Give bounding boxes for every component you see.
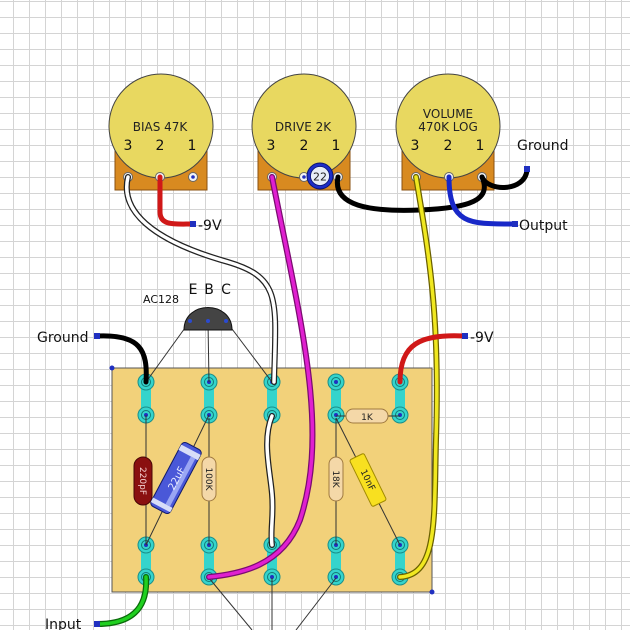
board-corner-dot (429, 589, 435, 595)
pot-label-sub: 470K LOG (418, 120, 478, 134)
strip (204, 544, 214, 578)
transistor-pin-label: C (221, 282, 231, 298)
wire-end (524, 166, 530, 172)
capacitor-10nf[interactable]: 10nF (349, 453, 387, 507)
transistor-pin-label: B (204, 282, 214, 298)
pot-volume[interactable]: VOLUME 470K LOG 3 2 1 (395, 73, 501, 191)
resistor-body (328, 456, 344, 502)
label-ground-top: Ground (517, 138, 569, 154)
bridge-resistor-face (310, 166, 330, 186)
pin-number: 3 (267, 138, 276, 154)
strip (141, 544, 151, 578)
pin-number: 3 (411, 138, 420, 154)
pad-ring (331, 572, 341, 582)
transistor-pin (224, 319, 228, 323)
strip (141, 382, 151, 418)
capacitor-value: 220pF (137, 467, 147, 495)
capacitor-22uf[interactable]: 22uF (149, 441, 202, 515)
transistor-pin (206, 319, 210, 323)
pin-number: 2 (300, 138, 309, 154)
wire-end (94, 621, 100, 627)
lug-dot (302, 175, 306, 179)
pot-label: DRIVE 2K (275, 120, 332, 134)
transistor-ac128[interactable]: E B C AC128 (143, 282, 233, 331)
wire-end (94, 333, 100, 339)
label-neg9v-bias: -9V (198, 218, 222, 234)
transistor-pin-label: E (189, 282, 198, 298)
resistor-100k[interactable]: 100K (201, 456, 217, 502)
wire-white-bias-outline (123, 174, 279, 385)
pad-hole (334, 575, 338, 579)
resistor-value: 100K (203, 467, 213, 491)
strip (204, 382, 214, 418)
wire-end (462, 333, 468, 339)
strip (331, 382, 341, 418)
capacitor-band (178, 444, 201, 461)
wire-white-bias[interactable] (125, 175, 277, 384)
wire-blue-output[interactable] (446, 174, 517, 227)
transistor-pin (188, 319, 192, 323)
wire-red-9v-board[interactable] (397, 333, 467, 385)
strip (267, 544, 277, 578)
transistor-case (183, 307, 233, 331)
transistor-name: AC128 (143, 293, 179, 306)
capacitor-body (133, 456, 153, 506)
wire-end (512, 221, 518, 227)
wire-yellow-volume[interactable] (398, 175, 439, 579)
label-neg9v-board: -9V (470, 330, 494, 346)
pin-number: 1 (476, 138, 485, 154)
capacitor-stripe (165, 456, 196, 507)
strip (395, 382, 405, 418)
wire-white-jumper[interactable] (265, 414, 275, 547)
pot-label: VOLUME (423, 107, 473, 121)
pin-number: 2 (444, 138, 453, 154)
capacitor-band (150, 497, 173, 513)
wire-magenta-drive[interactable] (207, 175, 315, 579)
strips-top (141, 382, 405, 418)
bridge-resistor[interactable]: 22 (306, 162, 334, 190)
resistor-1k[interactable]: 1K (345, 408, 389, 424)
resistor-body (201, 456, 217, 502)
resistor-value: 18K (330, 470, 340, 488)
pad-ring (331, 377, 341, 387)
resistor-value: 1K (361, 413, 374, 423)
wire-end (190, 221, 196, 227)
pin-number: 3 (124, 138, 133, 154)
bridge-resistor-value: 22 (313, 171, 327, 184)
wire-black-ground-board[interactable] (94, 333, 149, 385)
resistor-body (345, 408, 389, 424)
strip (395, 544, 405, 578)
strip (267, 382, 277, 418)
pot-label: BIAS 47K (133, 120, 189, 134)
pad-ring (395, 410, 405, 420)
label-output: Output (519, 218, 568, 234)
capacitor-220pf[interactable]: 220pF (133, 456, 153, 506)
lug-dot (191, 175, 195, 179)
strips-bottom (141, 544, 405, 578)
pin-number: 1 (188, 138, 197, 154)
wires (94, 167, 530, 627)
pin-number: 2 (156, 138, 165, 154)
pad-ring (395, 540, 405, 550)
pad-hole (334, 380, 338, 384)
wire-green-input[interactable] (95, 575, 148, 626)
wire-end-dots (94, 166, 530, 627)
pad-hole (270, 575, 274, 579)
wire-red-bias[interactable] (157, 174, 195, 227)
label-input: Input (45, 617, 82, 630)
strip (331, 544, 341, 578)
label-ground-left: Ground (37, 330, 89, 346)
capacitor-body (349, 453, 387, 507)
board-corner-dot (109, 365, 115, 371)
capacitor-body (150, 441, 202, 515)
resistor-18k[interactable]: 18K (328, 456, 344, 502)
wire-black-ground[interactable] (479, 167, 530, 190)
pin-number: 1 (332, 138, 341, 154)
